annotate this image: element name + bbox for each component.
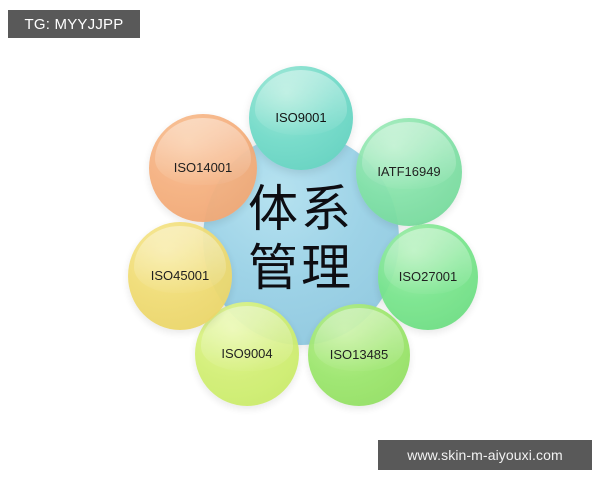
petal-iso45001[interactable]: ISO45001 — [128, 222, 232, 330]
watermark-bar: www.skin-m-aiyouxi.com — [378, 440, 592, 470]
petal-iatf16949[interactable]: IATF16949 — [356, 118, 462, 226]
tag-badge: TG: MYYJJPP — [8, 10, 140, 38]
petal-iso9001-label: ISO9001 — [275, 109, 327, 125]
petal-iso27001-label: ISO27001 — [398, 268, 458, 284]
petal-iso13485[interactable]: ISO13485 — [308, 304, 410, 406]
petal-iso9004-label: ISO9004 — [221, 345, 273, 361]
petal-iso13485-label: ISO13485 — [329, 346, 389, 362]
petal-iso27001[interactable]: ISO27001 — [378, 224, 478, 330]
petal-iatf16949-label: IATF16949 — [377, 163, 441, 179]
petal-iso14001-label: ISO14001 — [173, 159, 233, 175]
petal-iso9001[interactable]: ISO9001 — [249, 66, 353, 170]
petal-iso45001-label: ISO45001 — [150, 267, 210, 283]
watermark-label: www.skin-m-aiyouxi.com — [407, 447, 563, 463]
tag-badge-label: TG: MYYJJPP — [24, 15, 124, 33]
petal-iso14001[interactable]: ISO14001 — [149, 114, 257, 222]
